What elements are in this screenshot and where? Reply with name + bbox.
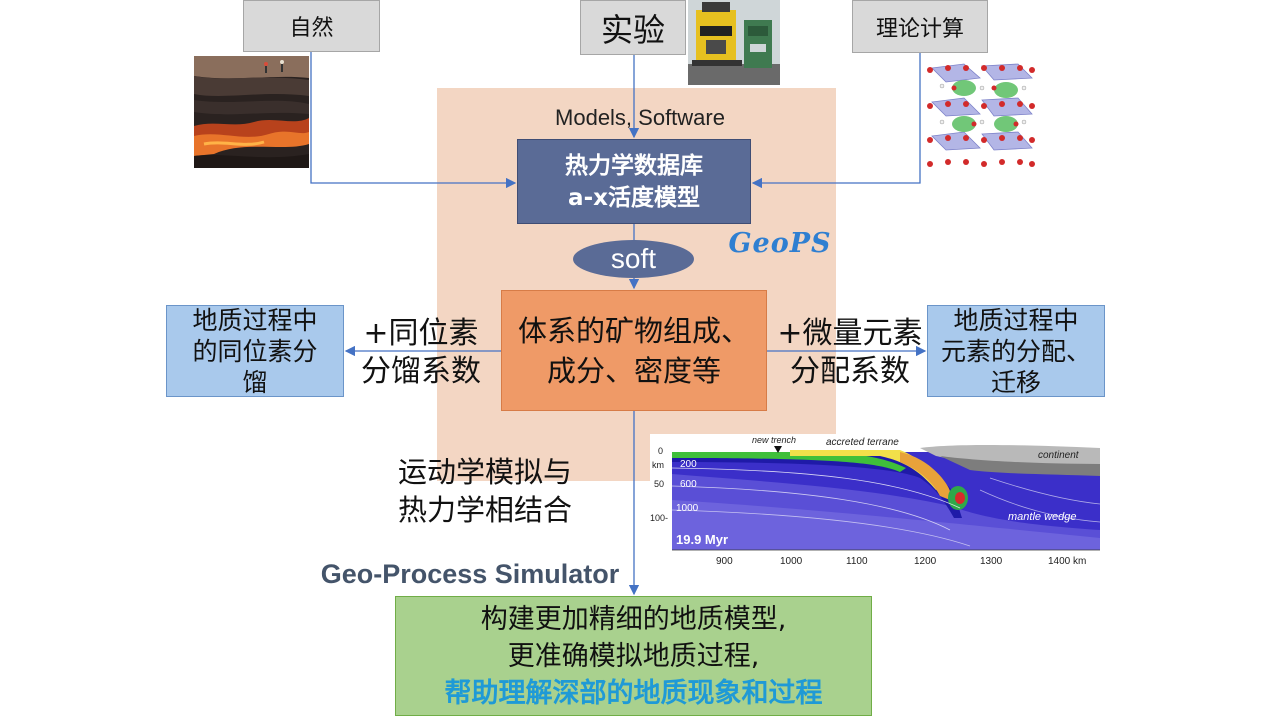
arrow-nature-to-database bbox=[310, 52, 517, 189]
depth-unit-label: km bbox=[652, 460, 664, 470]
right-box-line-1: 地质过程中 bbox=[953, 305, 1079, 335]
trace-element-partition-label: +微量元素 分配系数 bbox=[770, 314, 930, 392]
depth-tick-100: 100- bbox=[650, 513, 668, 523]
continent-label: continent bbox=[1038, 450, 1080, 461]
kinematic-thermodynamic-label: 运动学模拟与 热力学相结合 bbox=[398, 450, 598, 532]
x-tick-1400: 1400 km bbox=[1048, 556, 1086, 567]
accreted-terrane-label: accreted terrane bbox=[826, 437, 899, 448]
isotope-line-1: +同位素 bbox=[363, 316, 479, 351]
result-box: 构建更加精细的地质模型, 更准确模拟地质过程, 帮助理解深部的地质现象和过程 bbox=[395, 596, 872, 716]
geo-process-simulator-label: Geo-Process Simulator bbox=[320, 558, 620, 589]
crystal-structure-image bbox=[924, 62, 1038, 171]
trace-line-1: +微量元素 bbox=[777, 316, 923, 351]
result-line-3-highlight: 帮助理解深部的地质现象和过程 bbox=[444, 677, 823, 709]
right-box-line-3: 迁移 bbox=[990, 367, 1041, 397]
new-trench-label: new trench bbox=[752, 435, 796, 445]
models-software-label: Models, Software bbox=[555, 105, 725, 130]
isotherm-200-label: 200 bbox=[680, 459, 697, 470]
x-tick-1200: 1200 bbox=[914, 556, 937, 567]
element-migration-box: 地质过程中 元素的分配、 迁移 bbox=[927, 305, 1105, 397]
thermodynamic-database-box: 热力学数据库 a-x活度模型 bbox=[517, 139, 751, 224]
model-time-label: 19.9 Myr bbox=[676, 532, 728, 547]
depth-tick-50: 50 bbox=[654, 479, 664, 489]
left-box-line-2: 的同位素分 bbox=[192, 336, 318, 366]
x-tick-1300: 1300 bbox=[980, 556, 1003, 567]
laboratory-apparatus-photo bbox=[688, 0, 780, 85]
system-line-1: 体系的矿物组成、 bbox=[517, 313, 750, 348]
isotherm-600-label: 600 bbox=[680, 479, 697, 490]
result-line-1: 构建更加精细的地质模型, bbox=[480, 603, 787, 635]
x-tick-1100: 1100 bbox=[846, 556, 868, 567]
right-box-line-2: 元素的分配、 bbox=[940, 336, 1091, 366]
depth-tick-0: 0 bbox=[658, 446, 663, 456]
x-tick-900: 900 bbox=[716, 556, 733, 567]
database-line-1: 热力学数据库 bbox=[565, 152, 703, 179]
kinematic-line-1: 运动学模拟与 bbox=[398, 455, 573, 489]
isotope-line-2: 分馏系数 bbox=[361, 354, 481, 389]
source-experiment-box: 实验 bbox=[580, 0, 686, 55]
geops-label: GeoPS bbox=[728, 227, 832, 259]
isotherm-1000-label: 1000 bbox=[676, 503, 699, 514]
mineral-composition-box: 体系的矿物组成、 成分、密度等 bbox=[501, 290, 767, 411]
left-box-line-1: 地质过程中 bbox=[192, 305, 318, 335]
isotope-process-box: 地质过程中 的同位素分 馏 bbox=[166, 305, 344, 397]
trace-line-2: 分配系数 bbox=[790, 354, 910, 389]
lava-flow-photo bbox=[194, 56, 309, 168]
source-nature-box: 自然 bbox=[243, 0, 380, 52]
mantle-wedge-label: mantle wedge bbox=[1008, 511, 1077, 523]
isotope-fractionation-label: +同位素 分馏系数 bbox=[348, 314, 494, 392]
source-theory-box: 理论计算 bbox=[852, 0, 988, 53]
result-line-2: 更准确模拟地质过程, bbox=[507, 640, 760, 672]
database-line-2: a-x活度模型 bbox=[568, 184, 700, 211]
subduction-model-figure: new trench accreted terrane continent ma… bbox=[650, 434, 1102, 568]
x-tick-1000: 1000 bbox=[780, 556, 803, 567]
left-box-line-3: 馏 bbox=[242, 367, 268, 397]
system-line-2: 成分、密度等 bbox=[546, 353, 721, 388]
arrow-theory-to-database bbox=[751, 53, 921, 189]
kinematic-line-2: 热力学相结合 bbox=[398, 493, 573, 527]
soft-ellipse: soft bbox=[573, 240, 694, 278]
